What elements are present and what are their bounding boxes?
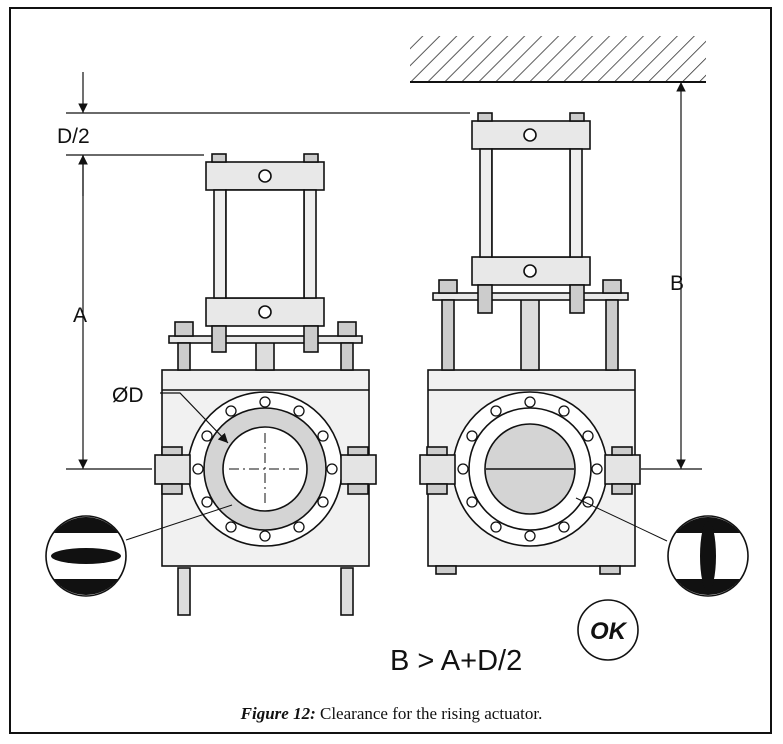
- disc-closed-icon: [45, 504, 233, 597]
- figure-frame: [9, 7, 772, 734]
- disc-open-icon: [575, 497, 749, 597]
- clearance-formula: B > A+D/2: [390, 645, 522, 677]
- dimension-d-half-label: D/2: [57, 125, 90, 148]
- right-valve: [419, 112, 641, 575]
- dimension-a-label: A: [73, 304, 87, 327]
- bore-diameter-label: ØD: [112, 384, 144, 407]
- dimension-b-label: B: [670, 272, 684, 295]
- ok-badge-text: OK: [590, 618, 628, 645]
- caption-text: Clearance for the rising actuator.: [315, 704, 543, 723]
- figure-caption: Figure 12: Clearance for the rising actu…: [0, 704, 783, 724]
- dimension-lines: [66, 72, 702, 470]
- ok-badge: OK: [577, 599, 639, 661]
- left-valve: [154, 153, 377, 616]
- ceiling-hatch: [410, 36, 706, 83]
- caption-label: Figure 12:: [240, 704, 316, 723]
